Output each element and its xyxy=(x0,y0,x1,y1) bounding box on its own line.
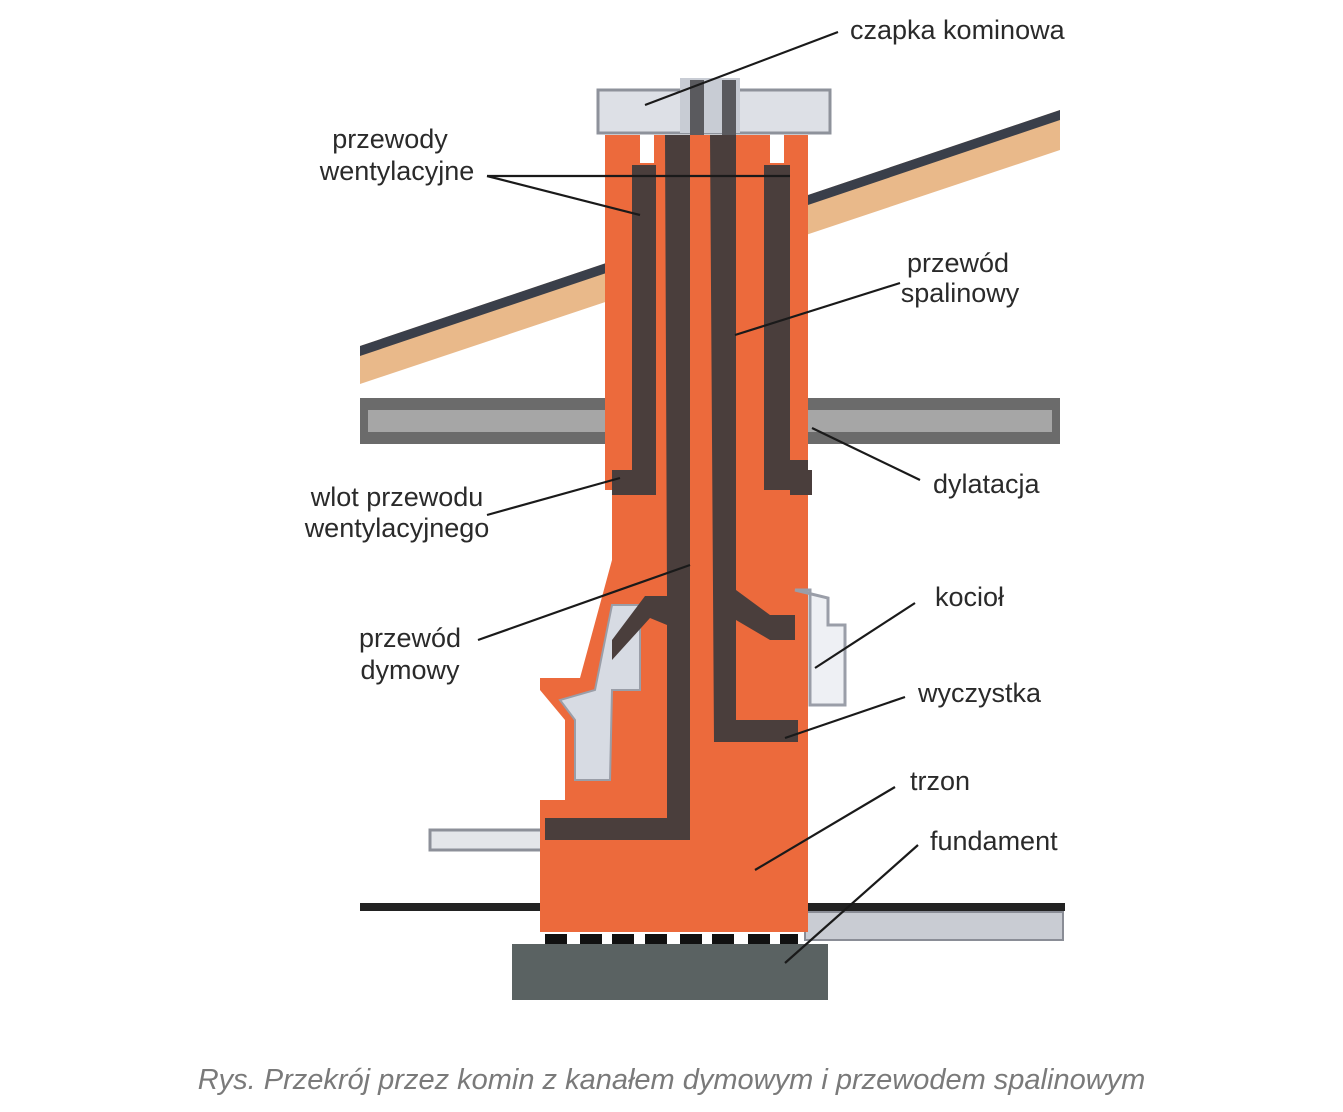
label-expansion: dylatacja xyxy=(933,469,1041,499)
label-boiler: kocioł xyxy=(935,582,1004,612)
label-shaft: trzon xyxy=(910,766,970,796)
label-vent-inlet-2: wentylacyjnego xyxy=(304,513,490,543)
chimney-cap xyxy=(596,78,832,135)
label-foundation: fundament xyxy=(930,826,1058,856)
vent-duct-left xyxy=(612,165,656,495)
flues xyxy=(545,135,812,840)
boiler xyxy=(794,588,847,707)
label-smoke-flue: przewód xyxy=(359,623,461,653)
label-cleanout: wyczystka xyxy=(917,678,1042,708)
label-vent-ducts: przewody xyxy=(332,124,448,154)
flue-gas-duct xyxy=(710,135,798,742)
leader-lines xyxy=(477,30,921,964)
label-vent-inlet: wlot przewodu xyxy=(310,482,484,512)
vent-duct-right xyxy=(764,165,812,495)
foundation xyxy=(512,932,828,1000)
floor-ledge xyxy=(428,828,550,852)
smoke-flue xyxy=(545,135,690,840)
label-flue-gas: przewód xyxy=(907,248,1009,278)
figure-caption: Rys. Przekrój przez komin z kanałem dymo… xyxy=(197,1064,1146,1096)
label-vent-ducts-2: wentylacyjne xyxy=(319,156,475,186)
label-smoke-flue-2: dymowy xyxy=(360,655,460,685)
label-flue-gas-2: spalinowy xyxy=(901,278,1020,308)
label-cap: czapka kominowa xyxy=(850,15,1066,45)
